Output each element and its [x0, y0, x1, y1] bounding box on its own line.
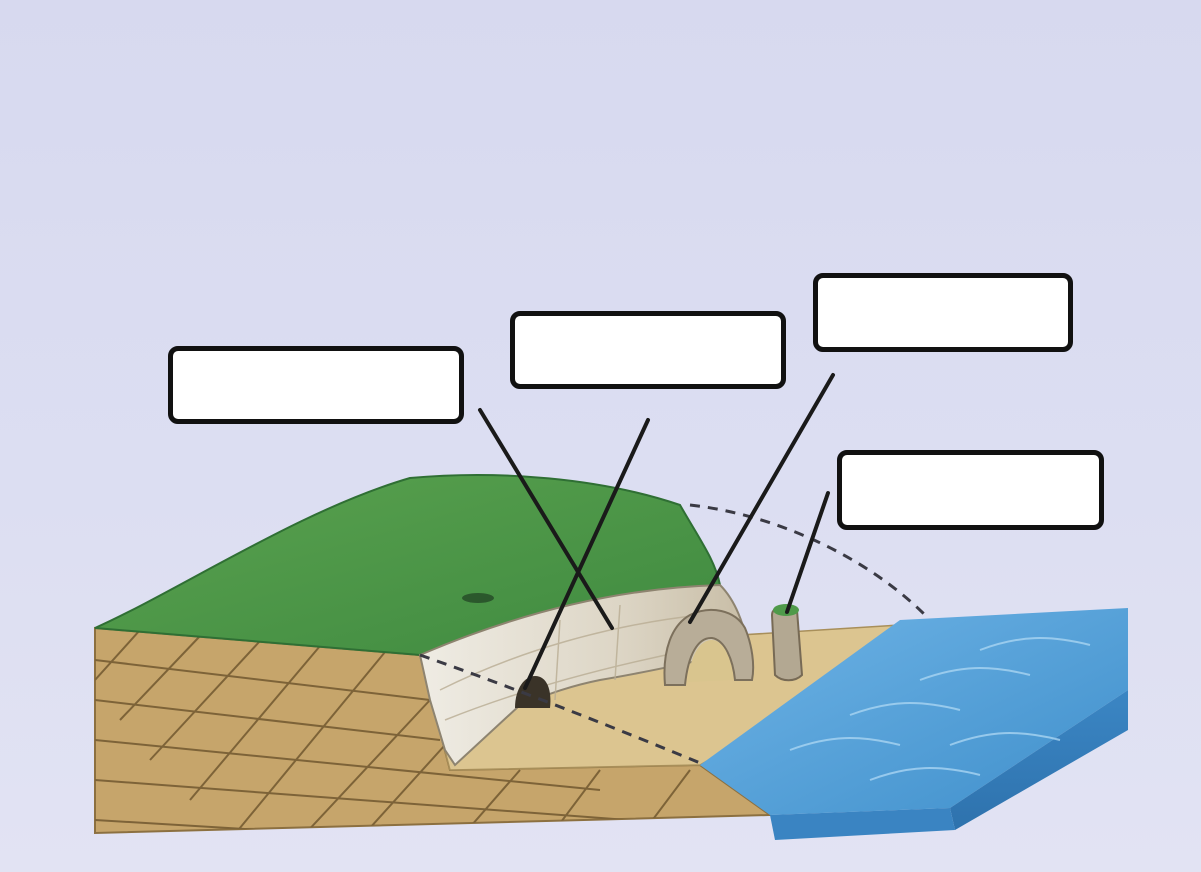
leader-line-4 — [785, 491, 830, 614]
leader-lines — [478, 373, 835, 690]
former-cliff-base-dashed — [419, 653, 706, 767]
label-box-1[interactable] — [168, 346, 464, 424]
leader-line-2 — [523, 418, 650, 690]
label-box-4[interactable] — [837, 450, 1104, 530]
arch-gap — [688, 640, 733, 682]
leader-line-3 — [688, 373, 835, 624]
label-box-2[interactable] — [510, 311, 786, 389]
leader-line-1 — [478, 408, 614, 630]
rock-strata-block — [94, 626, 774, 835]
grass-shadow-mark — [462, 593, 494, 603]
sea — [700, 608, 1128, 840]
sea-stack — [770, 604, 804, 682]
sea-arch — [663, 608, 755, 686]
cliff-texture — [439, 604, 701, 721]
label-box-3[interactable] — [813, 273, 1073, 352]
sea-waves — [789, 637, 1091, 781]
